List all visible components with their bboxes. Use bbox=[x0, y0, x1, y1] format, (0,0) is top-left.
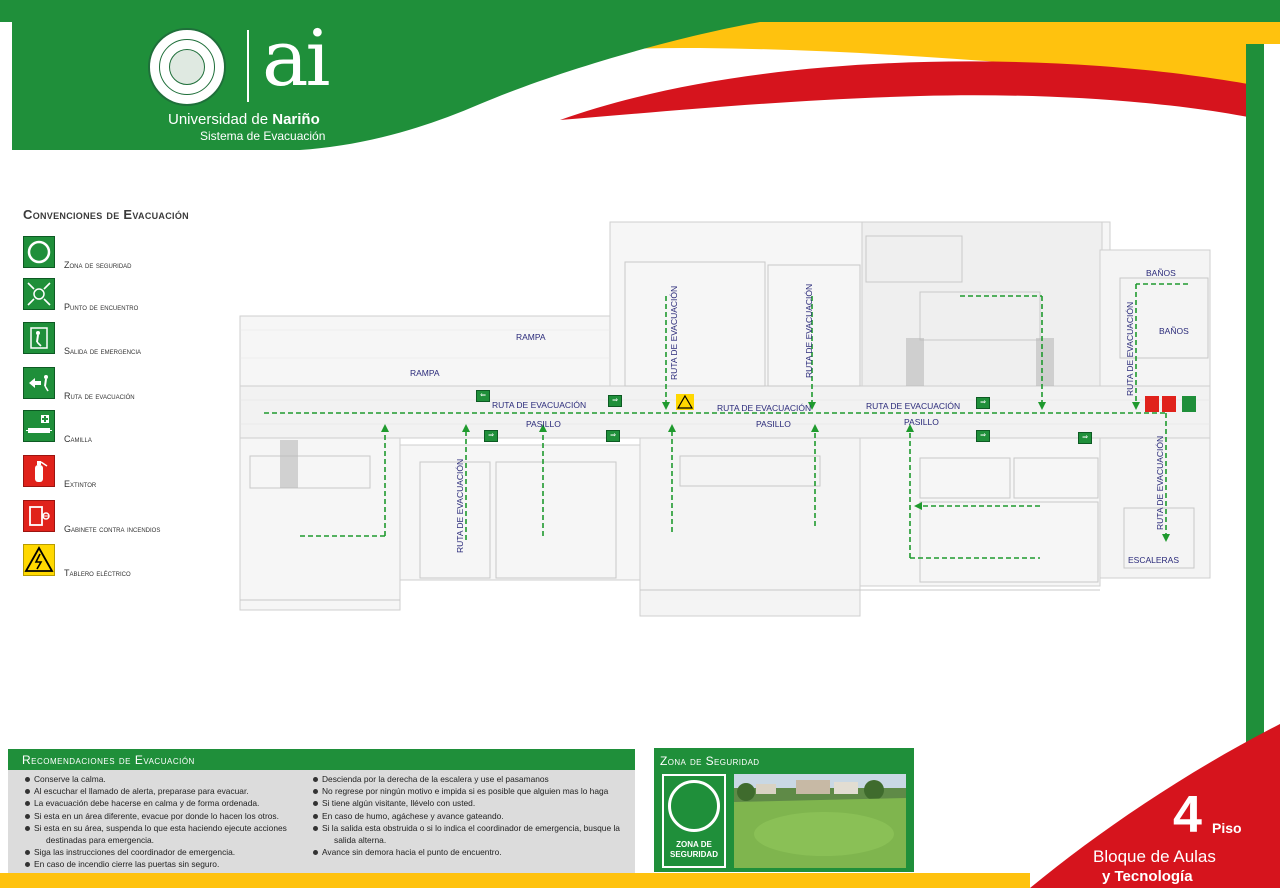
label-pasillo-right: PASILLO bbox=[904, 417, 939, 427]
list-item: Avance sin demora hacia el punto de encu… bbox=[312, 846, 620, 858]
extinguisher-icon bbox=[23, 455, 55, 487]
label-banos-lower: BAÑOS bbox=[1159, 326, 1189, 336]
label-escaleras: ESCALERAS bbox=[1128, 555, 1180, 565]
fire-cabinet-icon bbox=[23, 500, 55, 532]
legend-item-extinguisher: Extintor bbox=[23, 455, 263, 491]
list-item: Descienda por la derecha de la escalera … bbox=[312, 773, 620, 785]
label-route-vertical-2: RUTA DE EVACUACIÓN bbox=[804, 283, 814, 378]
legend-item-evacuation-route: Ruta de evacuación bbox=[23, 367, 263, 403]
recommendations-panel: Recomendaciones de Evacuación Conserve l… bbox=[8, 749, 635, 873]
floor-word: Piso bbox=[1212, 820, 1242, 836]
label-pasillo-left: PASILLO bbox=[526, 419, 561, 429]
extinguisher-sign-icon bbox=[1145, 396, 1159, 412]
label-route-vertical-4: RUTA DE EVACUACIÓN bbox=[455, 458, 465, 553]
list-item: En caso de humo, agáchese y avance gatea… bbox=[312, 810, 620, 822]
evacuation-route-icon bbox=[23, 367, 55, 399]
list-item: Siga las instrucciones del coordinador d… bbox=[24, 846, 287, 858]
recommendations-right-list: Descienda por la derecha de la escalera … bbox=[312, 773, 620, 858]
safety-zone-title: Zona de Seguridad bbox=[660, 754, 760, 768]
exit-sign-icon: ⇒ bbox=[608, 395, 622, 407]
legend-item-electrical-panel: Tablero eléctrico bbox=[23, 544, 263, 580]
legend-title: Convenciones de Evacuación bbox=[23, 207, 189, 222]
recommendations-header: Recomendaciones de Evacuación bbox=[8, 749, 635, 770]
list-item: Conserve la calma. bbox=[24, 773, 287, 785]
list-item: Si esta en su área, suspenda lo que esta… bbox=[24, 822, 287, 834]
university-seal-logo bbox=[148, 28, 226, 106]
exit-sign-icon: ⇒ bbox=[606, 430, 620, 442]
list-item: Al escuchar el llamado de alerta, prepar… bbox=[24, 785, 287, 797]
exit-sign-icon: ⇐ bbox=[476, 390, 490, 402]
electrical-warning-icon bbox=[676, 394, 694, 410]
list-item: Si esta en un área diferente, evacue por… bbox=[24, 810, 287, 822]
ai-logo: ai bbox=[262, 14, 330, 104]
legend-item-safety-zone: Zona de seguridad bbox=[23, 236, 263, 272]
exit-sign-icon: ⇒ bbox=[976, 397, 990, 409]
floor-number: 4 bbox=[1173, 786, 1202, 844]
stretcher-icon bbox=[23, 410, 55, 442]
legend-item-emergency-exit: Salida de emergencia bbox=[23, 322, 263, 358]
electrical-panel-icon bbox=[23, 544, 55, 576]
exit-sign-icon: ⇒ bbox=[484, 430, 498, 442]
label-route-right: RUTA DE EVACUACIÓN bbox=[866, 401, 961, 411]
legend-item-meeting-point: Punto de encuentro bbox=[23, 278, 263, 314]
block-name-line1: Bloque de Aulas bbox=[1093, 847, 1216, 866]
list-item: No regrese por ningún motivo e impida si… bbox=[312, 785, 620, 797]
recommendations-title: Recomendaciones de Evacuación bbox=[22, 753, 195, 767]
meeting-point-icon bbox=[23, 278, 55, 310]
label-rampa-lower: RAMPA bbox=[410, 368, 440, 378]
label-pasillo-center: PASILLO bbox=[756, 419, 791, 429]
list-item-continuation: salida alterna. bbox=[334, 835, 387, 846]
route-arrowheads bbox=[381, 402, 1170, 542]
label-route-left: RUTA DE EVACUACIÓN bbox=[492, 400, 587, 410]
fire-cabinet-sign-icon bbox=[1162, 396, 1176, 412]
list-item: La evacuación debe hacerse en calma y de… bbox=[24, 797, 287, 809]
label-route-vertical-3: RUTA DE EVACUACIÓN bbox=[1125, 301, 1135, 396]
exit-sign-icon: ⇒ bbox=[976, 430, 990, 442]
list-item: Si la salida esta obstruida o si lo indi… bbox=[312, 822, 620, 834]
safety-zone-icon bbox=[23, 236, 55, 268]
exit-sign-icon: ⇒ bbox=[1078, 432, 1092, 444]
logo-divider bbox=[247, 30, 249, 102]
label-route-vertical-1: RUTA DE EVACUACIÓN bbox=[669, 285, 679, 380]
legend-item-fire-cabinet: Gabinete contra incendios bbox=[23, 500, 263, 536]
list-item: Si tiene algún visitante, llévelo con us… bbox=[312, 797, 620, 809]
safety-zone-photo bbox=[734, 774, 906, 868]
block-name-line2: y Tecnología bbox=[1102, 868, 1193, 885]
recommendations-left-list: Conserve la calma. Al escuchar el llamad… bbox=[24, 773, 287, 871]
emergency-exit-icon bbox=[23, 322, 55, 354]
stretcher-sign-icon bbox=[1182, 396, 1196, 412]
label-banos-upper: BAÑOS bbox=[1146, 268, 1176, 278]
label-route-center: RUTA DE EVACUACIÓN bbox=[717, 403, 812, 413]
university-name: Universidad de Nariño bbox=[168, 111, 320, 128]
system-subtitle: Sistema de Evacuación bbox=[200, 129, 326, 143]
evacuation-routes bbox=[264, 283, 1188, 559]
list-item: En caso de incendio cierre las puertas s… bbox=[24, 858, 287, 870]
label-rampa-upper: RAMPA bbox=[516, 332, 546, 342]
label-route-vertical-5: RUTA DE EVACUACIÓN bbox=[1155, 435, 1165, 530]
floor-plan bbox=[239, 221, 1211, 617]
safety-zone-icon bbox=[668, 780, 720, 832]
list-item-continuation: destinadas para emergencia. bbox=[46, 835, 155, 846]
legend-item-stretcher: Camilla bbox=[23, 410, 263, 446]
